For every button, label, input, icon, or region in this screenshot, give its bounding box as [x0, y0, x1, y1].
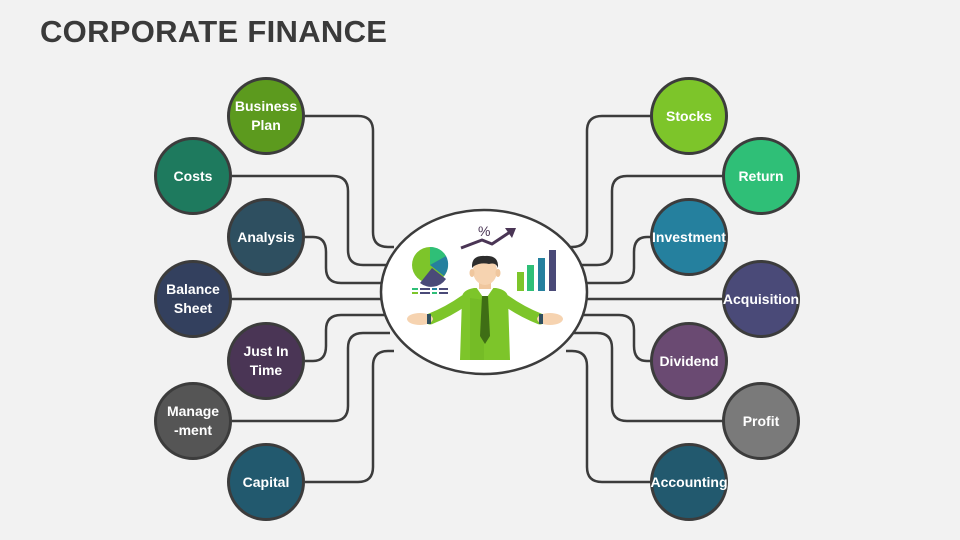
bar-chart-icon	[517, 250, 556, 291]
node-business-plan: Business Plan	[227, 77, 305, 155]
connector-return	[570, 174, 725, 267]
node-analysis: Analysis	[227, 198, 305, 276]
connector-just-in-time	[305, 313, 385, 363]
node-return: Return	[722, 137, 800, 215]
node-profit: Profit	[722, 382, 800, 460]
connector-profit	[570, 331, 725, 423]
connector-analysis	[305, 235, 385, 285]
connector-lines	[232, 114, 725, 484]
percent-sign: %	[478, 223, 490, 239]
node-stocks: Stocks	[650, 77, 728, 155]
node-dividend: Dividend	[650, 322, 728, 400]
connector-dividend	[575, 313, 654, 363]
node-investment: Investment	[650, 198, 728, 276]
node-capital: Capital	[227, 443, 305, 521]
node-management: Manage -ment	[154, 382, 232, 460]
connector-investment	[575, 235, 654, 285]
page-title: CORPORATE FINANCE	[40, 14, 388, 49]
node-accounting: Accounting	[650, 443, 728, 521]
connector-business-plan	[305, 114, 394, 249]
connector-costs	[232, 174, 390, 267]
connector-management	[232, 331, 390, 423]
connector-capital	[305, 349, 394, 484]
pie-chart-icon	[412, 246, 449, 294]
businessman-icon	[407, 255, 563, 360]
connector-accounting	[566, 349, 654, 484]
trend-arrow-icon: %	[460, 223, 516, 250]
node-balance-sheet: Balance Sheet	[154, 260, 232, 338]
node-acquisition: Acquisition	[722, 260, 800, 338]
node-costs: Costs	[154, 137, 232, 215]
connector-stocks	[566, 114, 654, 249]
node-just-in-time: Just In Time	[227, 322, 305, 400]
